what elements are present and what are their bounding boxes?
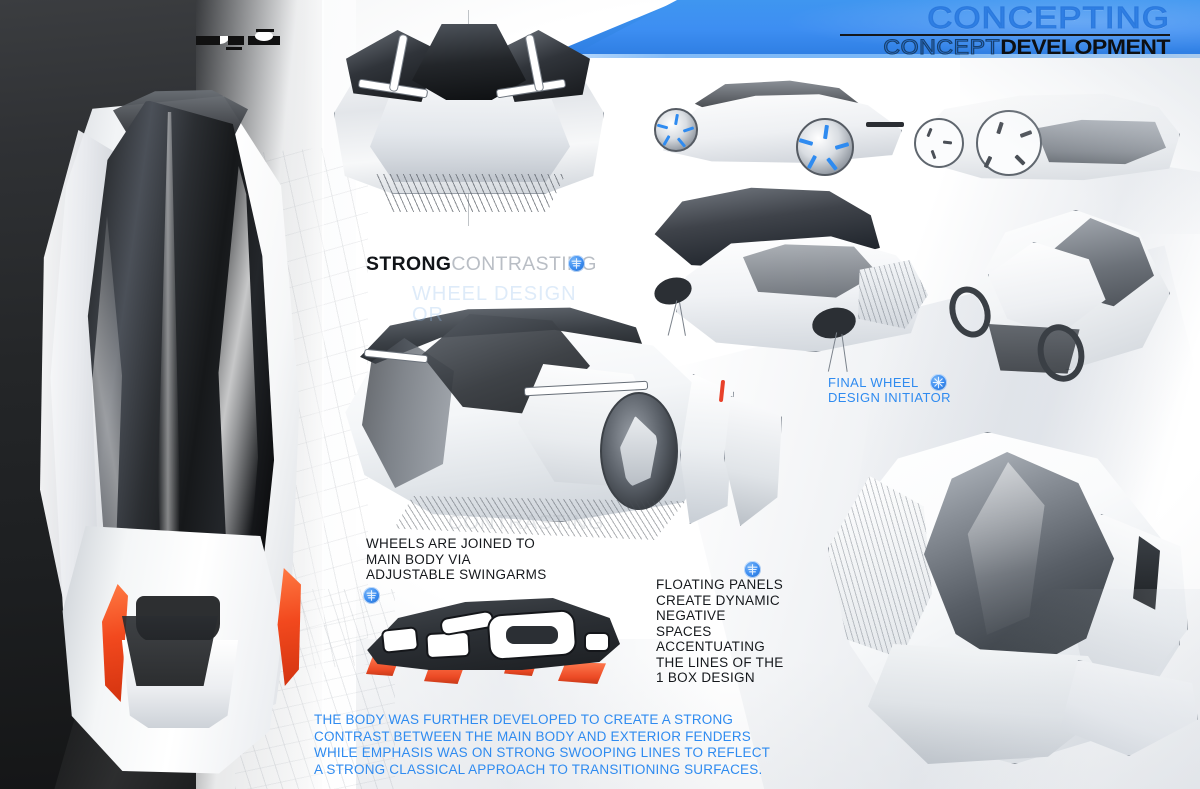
banner-glow <box>780 0 1200 54</box>
header-banner <box>575 0 1200 54</box>
subtitle-bold: DEVELOPMENT <box>1000 36 1170 59</box>
annotation-strong-word: STRONG <box>366 254 452 275</box>
chassis-foot-4 <box>558 662 606 684</box>
sketchD-fender <box>858 260 928 329</box>
chassis-void-1 <box>380 626 420 654</box>
sketchB-rear-lamp <box>866 122 904 127</box>
info-badge-icon <box>363 587 380 604</box>
ghost-annotation-contrasting: CONTRASTING <box>448 512 605 534</box>
sketchA-ground-hatching <box>372 174 566 212</box>
annotation-swingarms: WHEELS ARE JOINED TO MAIN BODY VIA ADJUS… <box>366 536 547 582</box>
hero-rear-diffuser <box>122 616 218 686</box>
sketchF-tail-section <box>724 396 782 526</box>
annotation-final-wheel: FINAL WHEEL DESIGN INITIATOR <box>828 375 951 405</box>
ghost-annotation-wheel-design: WHEEL DESIGN OR <box>412 283 577 326</box>
sketchB-wheel-rear <box>796 118 854 176</box>
sketch-front-top <box>318 10 620 226</box>
vignette-top-right <box>960 54 1200 234</box>
studio-wordmark-logo <box>196 26 286 52</box>
annotation-body-copy: THE BODY WAS FURTHER DEVELOPED TO CREATE… <box>314 712 771 777</box>
hero-tail-light-right <box>277 568 301 686</box>
sketch-grey-topside <box>646 182 936 390</box>
subtitle-thin: CONCEPT <box>883 36 1001 59</box>
annotation-floating-panels: FLOATING PANELS CREATE DYNAMIC NEGATIVE … <box>656 577 784 685</box>
vignette-bottom-right <box>900 589 1200 789</box>
info-badge-icon <box>930 374 947 391</box>
info-badge-icon <box>744 561 761 578</box>
sketch-swingarm-chassis <box>362 588 620 688</box>
annotation-strong-contrasting: STRONGCONTRASTING <box>366 254 597 276</box>
sketch-hero-center <box>328 300 800 552</box>
chassis-crossmember <box>506 626 558 644</box>
sketchE-underbody <box>988 324 1080 374</box>
title-divider <box>840 34 1170 36</box>
header-title-block: CONCEPTING CONCEPTDEVELOPMENT <box>840 1 1171 59</box>
annotation-contrasting-word: CONTRASTING <box>451 254 597 275</box>
info-badge-icon <box>568 255 585 272</box>
page-title: CONCEPTING <box>927 0 1170 35</box>
sketchC-wheel-left <box>914 118 964 168</box>
chassis-void-4 <box>584 632 610 652</box>
hero-render-rear <box>0 0 438 789</box>
sketchB-wheel-front <box>654 108 698 152</box>
hero-car-body <box>18 56 318 774</box>
sketch-side-blue-wheels <box>648 72 912 190</box>
page-subtitle: CONCEPTDEVELOPMENT <box>807 36 1171 59</box>
